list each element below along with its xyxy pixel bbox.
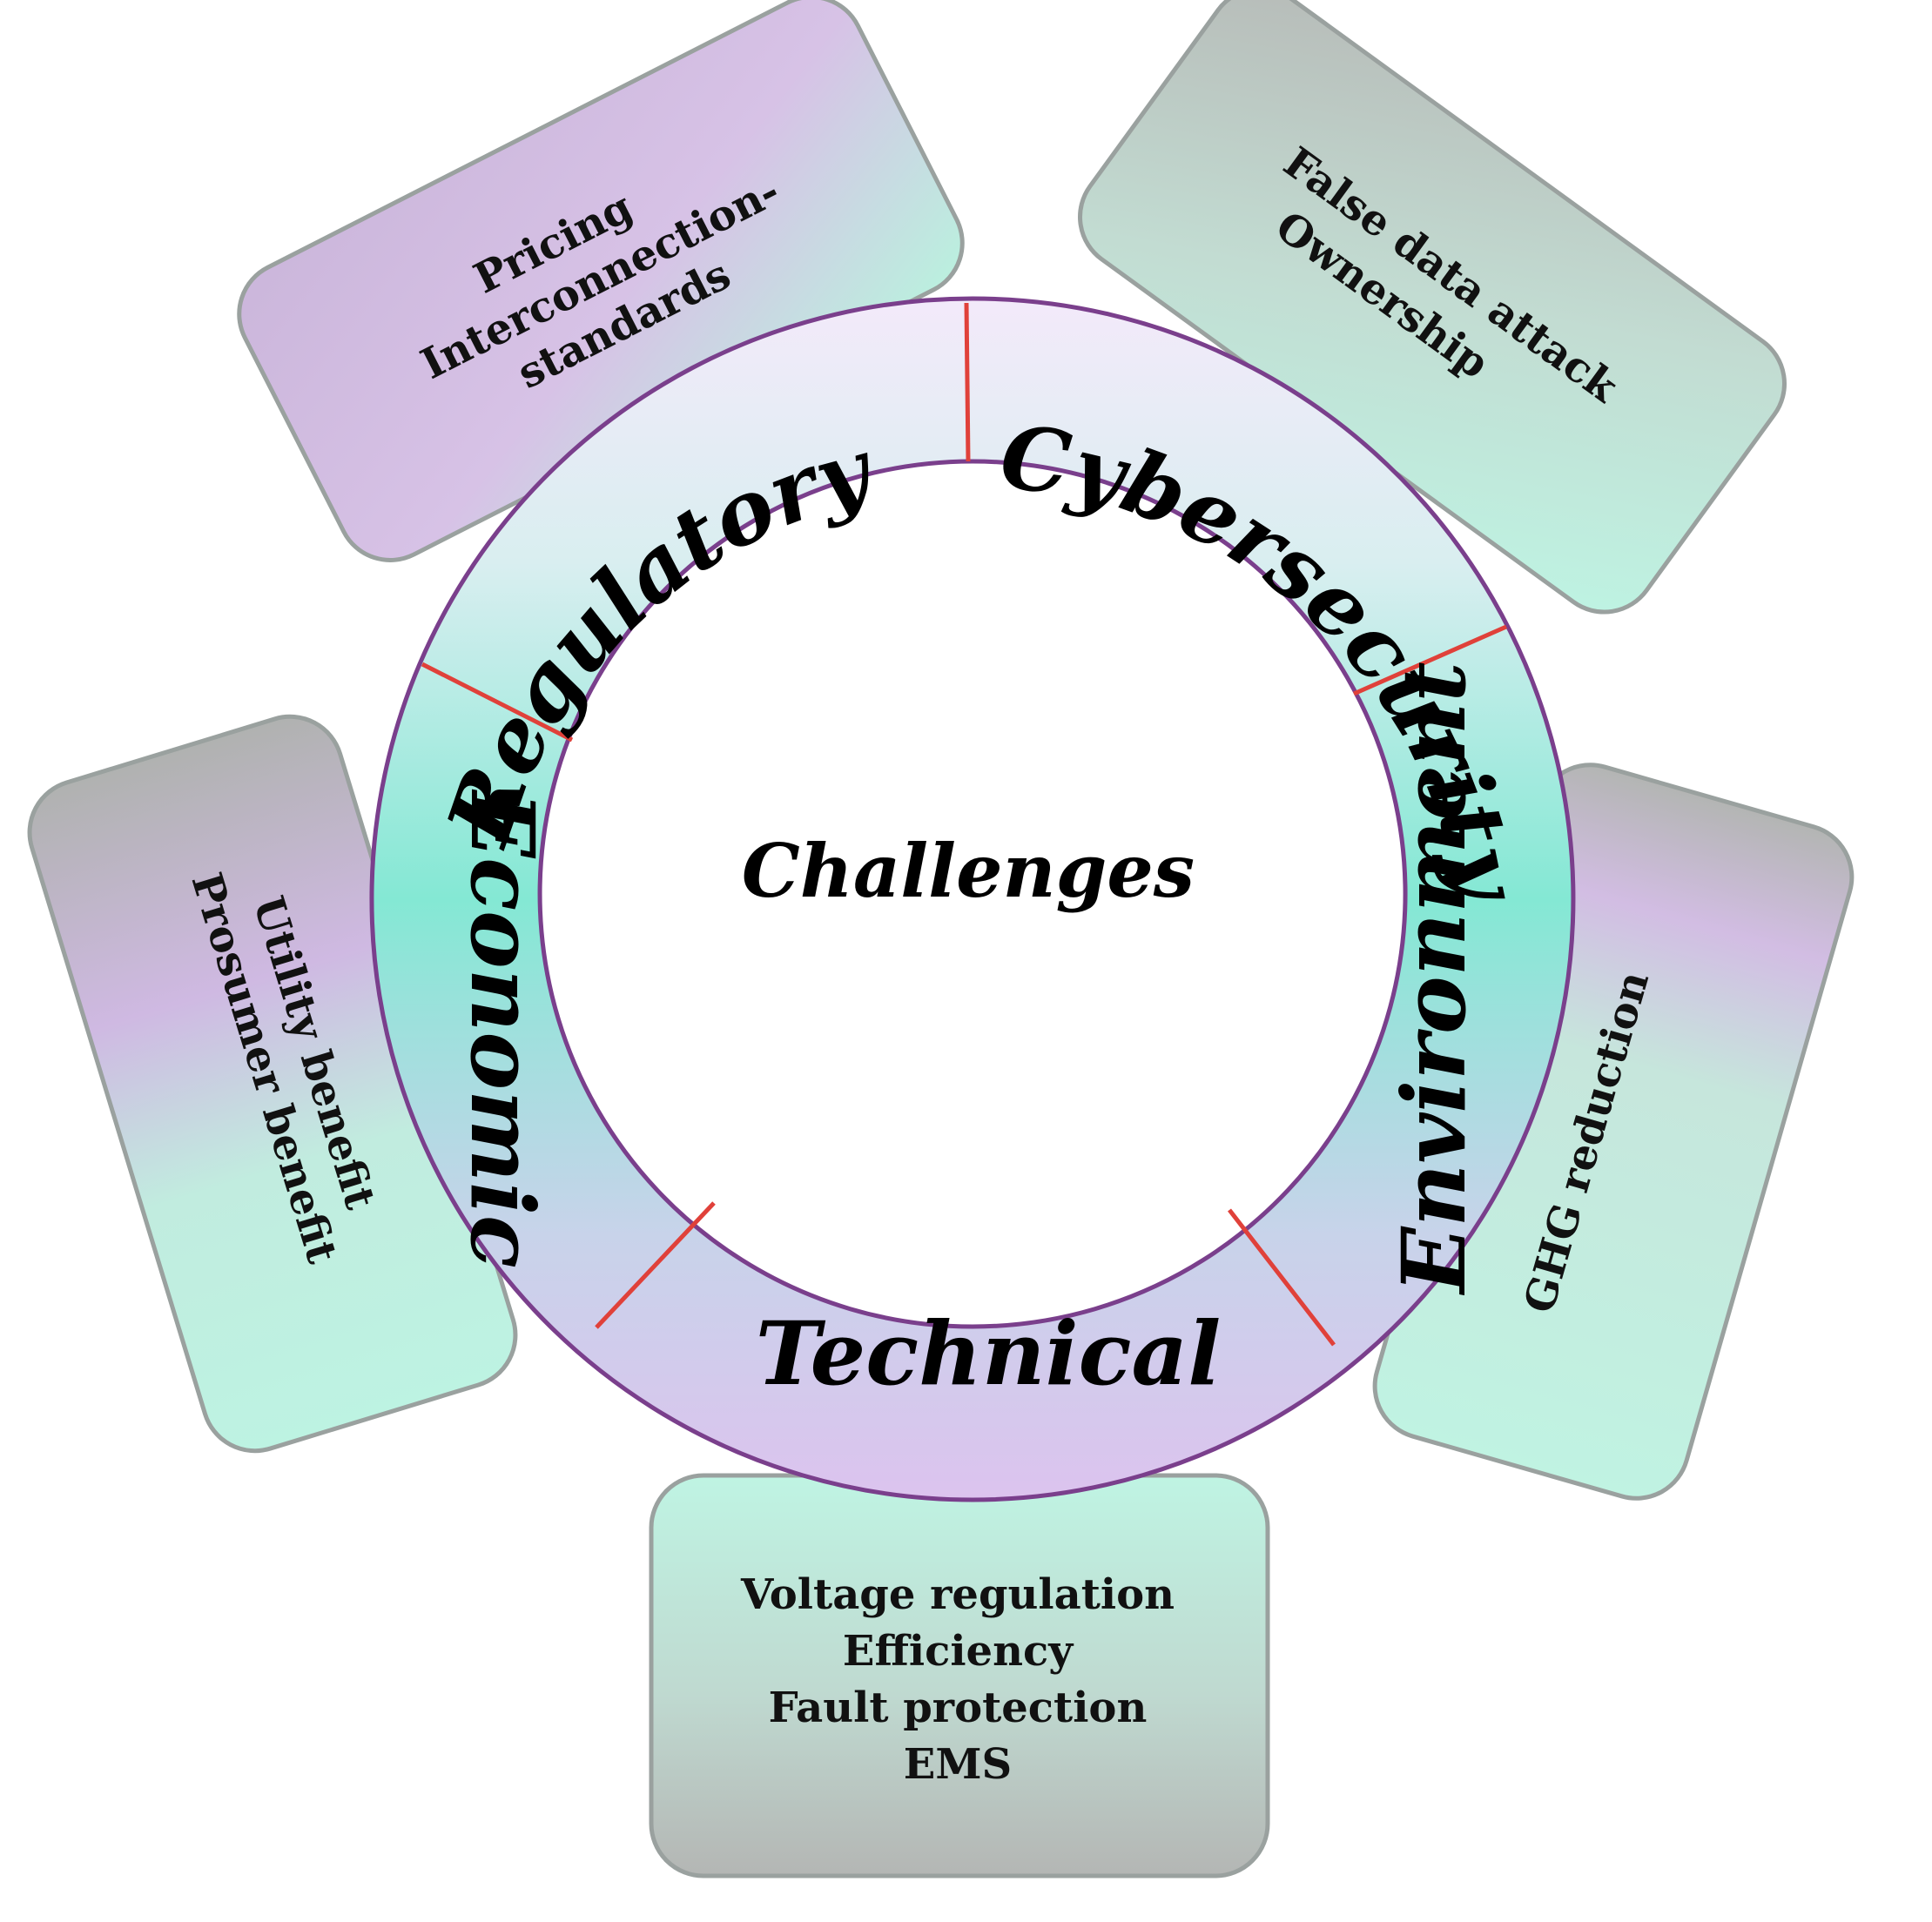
ring-band <box>369 296 1576 1502</box>
box-technical-shape <box>649 1473 1270 1878</box>
segment-label-environment: Environment <box>1383 662 1485 1295</box>
divider-cybersecurity-environment <box>1352 624 1508 696</box>
segment-label-economic: Economic <box>451 789 554 1268</box>
divider-economic-regulatory <box>421 662 574 743</box>
box-environment: GHG reduction <box>1372 763 1855 1501</box>
divider-technical-economic <box>595 1201 716 1329</box>
box-technical: Voltage regulation Efficiency Fault prot… <box>649 1473 1270 1878</box>
challenges-ring <box>369 296 1576 1502</box>
divider-environment-technical <box>1228 1208 1336 1347</box>
box-technical-line-3: Fault protection <box>769 1683 1148 1732</box>
divider-regulatory-cybersecurity <box>964 302 971 462</box>
segment-label-technical: Technical <box>756 1302 1222 1405</box>
box-technical-line-1: Voltage regulation <box>740 1570 1175 1619</box>
box-technical-line-2: Efficiency <box>843 1627 1074 1676</box>
center-label: Challenges <box>742 828 1195 914</box>
box-technical-line-4: EMS <box>904 1740 1012 1789</box>
box-economic: Utility benefit Prosumer benefit <box>27 714 518 1454</box>
